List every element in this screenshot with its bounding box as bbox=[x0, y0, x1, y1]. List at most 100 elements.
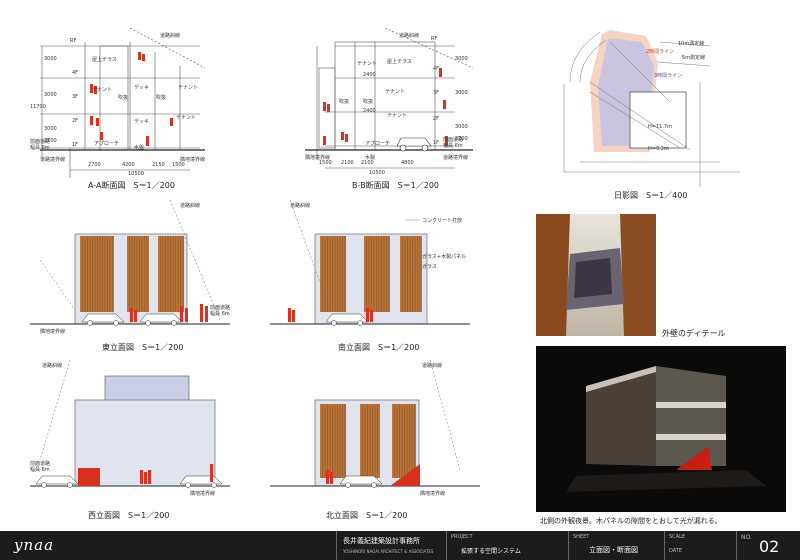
aa-label-deck-2: デッキ bbox=[134, 119, 150, 125]
aa-label-2f: 2F bbox=[72, 118, 79, 124]
aa-dim-1: 2700 bbox=[88, 162, 101, 168]
west-label-boundary: 隣地境界線 bbox=[190, 491, 216, 497]
aa-label-rf: RF bbox=[70, 38, 77, 44]
bb-dim-left-3: 3000 bbox=[455, 124, 468, 130]
south-label-road-slant: 道路斜線 bbox=[290, 203, 311, 209]
sheet-cell: SHEET 立面図・断面図 bbox=[568, 531, 664, 560]
bb-dim-left-1: 3000 bbox=[455, 56, 468, 62]
render-night-view-image bbox=[536, 346, 786, 512]
aa-dim-left-2: 3000 bbox=[44, 92, 57, 98]
bb-dim-total: 10500 bbox=[369, 170, 385, 176]
shadow-caption: 日影図 S＝1／400 bbox=[614, 191, 688, 200]
aa-label-tenant-2: テナント bbox=[178, 85, 199, 91]
date-label: DATE bbox=[669, 548, 683, 554]
aa-label-front-road: 前面道路 bbox=[30, 139, 51, 145]
section-aa-drawing bbox=[40, 28, 206, 178]
wood-panel bbox=[364, 236, 390, 312]
render-wall-detail-image bbox=[536, 214, 656, 336]
aa-dim-3: 2150 bbox=[152, 162, 165, 168]
aa-label-road-width: 幅員 6m bbox=[30, 145, 50, 151]
bb-label-rf: RF bbox=[431, 36, 438, 42]
elevation-south-drawing bbox=[270, 200, 470, 326]
sheet-number: 02 bbox=[759, 537, 780, 556]
shadow-label-h117: H=11.7m bbox=[648, 124, 672, 130]
aa-label-boundary: 隣地境界線 bbox=[180, 157, 206, 163]
scale-date-cell: SCALE DATE bbox=[664, 531, 736, 560]
south-label-glass: ガラス bbox=[422, 264, 437, 270]
north-label-road-slant: 道路斜線 bbox=[422, 363, 443, 369]
wood-panel bbox=[320, 236, 346, 312]
bb-dim-top-a: 2400 bbox=[363, 72, 376, 78]
east-label-front-road: 前面道路 bbox=[210, 305, 231, 311]
bb-label-tenant-2: テナント bbox=[385, 89, 406, 95]
aa-dim-left-1: 3000 bbox=[44, 56, 57, 62]
section-bb-drawing bbox=[305, 28, 474, 169]
bb-dim-top-b: 2400 bbox=[363, 108, 376, 114]
bb-label-void-2: 吹抜 bbox=[363, 99, 374, 105]
bb-label-void-1: 吹抜 bbox=[339, 99, 350, 105]
aa-dim-left-3: 3000 bbox=[44, 126, 57, 132]
east-label-road-slant: 道路斜線 bbox=[180, 203, 201, 209]
elevation-east: 道路斜線 前面道路 幅員 6m 隣地境界線 bbox=[30, 200, 230, 340]
west-label-road-width: 幅員 6m bbox=[30, 467, 50, 473]
title-block: ynaa 長井義紀建築設計事務所 YOSHINORI NAGAI ARCHITE… bbox=[0, 531, 800, 560]
aa-label-void-2: 吹抜 bbox=[156, 95, 167, 101]
elevation-west-drawing bbox=[30, 360, 230, 488]
bb-label-front-road: 前面道路 bbox=[443, 137, 464, 143]
bb-label-roof-terrace: 屋上テラス bbox=[387, 59, 412, 65]
wood-panel bbox=[127, 236, 149, 312]
north-label-boundary: 隣地境界線 bbox=[420, 491, 446, 497]
scale-label: SCALE bbox=[669, 534, 686, 540]
bb-label-road-slant: 道路斜線 bbox=[399, 33, 420, 39]
aa-label-4f: 4F bbox=[72, 70, 79, 76]
shadow-diagram: 10m測定線 5m測定線 2時間ライン 3時間ライン H=11.7m H=9.2… bbox=[550, 22, 750, 192]
wood-panel bbox=[320, 404, 346, 478]
west-label-front-road: 前面道路 bbox=[30, 461, 51, 467]
bb-label-road-width: 幅員 6m bbox=[443, 143, 463, 149]
bb-label-3f: 3F bbox=[433, 90, 440, 96]
sheet-label: SHEET bbox=[573, 534, 590, 540]
elevation-south: 道路斜線 コンクリート打放 ガラス+木製パネル ガラス bbox=[270, 200, 500, 340]
wood-panel bbox=[158, 236, 184, 312]
aa-label-void-1: 吹抜 bbox=[118, 95, 129, 101]
aa-label-roof-terrace: 屋上テラス bbox=[92, 57, 117, 63]
bb-label-boundary: 隣地境界線 bbox=[305, 155, 331, 161]
aa-label-tenant-3: テナント bbox=[176, 115, 197, 121]
elevation-east-caption: 東立面図 S＝1／200 bbox=[102, 343, 184, 352]
render-wall-detail-caption: 外壁のディテール bbox=[662, 329, 726, 338]
wood-panel bbox=[392, 404, 416, 478]
bb-dim-2: 2100 bbox=[341, 160, 354, 166]
wood-panel bbox=[400, 236, 422, 312]
elevation-north-drawing bbox=[270, 360, 480, 488]
elevation-east-drawing bbox=[30, 200, 230, 326]
project-name: 拡張する空間システム bbox=[461, 548, 521, 555]
bb-label-4f: 4F bbox=[433, 66, 440, 72]
project-cell: PROJECT 拡張する空間システム bbox=[446, 531, 568, 560]
aa-dim-4: 1500 bbox=[172, 162, 185, 168]
bb-label-approach: アプローチ bbox=[365, 141, 391, 147]
south-label-glass-wood: ガラス+木製パネル bbox=[422, 254, 467, 260]
project-label: PROJECT bbox=[451, 534, 473, 540]
bb-dim-left-4: 2700 bbox=[455, 136, 468, 142]
number-label: NO. bbox=[741, 534, 752, 541]
shadow-label-h92: H=9.2m bbox=[648, 146, 669, 152]
shadow-diagram-drawing bbox=[563, 30, 740, 187]
aa-label-3f: 3F bbox=[72, 94, 79, 100]
wood-panel bbox=[80, 236, 114, 312]
west-label-road-slant: 道路斜線 bbox=[42, 363, 63, 369]
shadow-label-10m: 10m測定線 bbox=[678, 41, 705, 47]
south-label-concrete: コンクリート打放 bbox=[422, 218, 463, 224]
aa-dim-left-4: 2700 bbox=[44, 138, 57, 144]
aa-label-tenant-1: テナント bbox=[92, 87, 113, 93]
logo: ynaa bbox=[14, 536, 55, 554]
section-aa: 道路斜線 RF 4F 3F 2F 1F 屋上テラス テナント 吹抜 吹抜 デッキ… bbox=[30, 28, 210, 188]
elevation-south-caption: 南立面図 S＝1／200 bbox=[338, 343, 420, 352]
wood-panel bbox=[360, 404, 380, 478]
bb-label-tenant-3: テナント bbox=[387, 113, 408, 119]
section-bb: 道路斜線 RF 4F 3F 2F 1F テナント 屋上テラス テナント テナント… bbox=[305, 28, 475, 188]
aa-label-water: 水盤 bbox=[134, 145, 145, 151]
aa-label-deck-1: デッキ bbox=[134, 85, 150, 91]
aa-label-approach: アプローチ bbox=[94, 141, 120, 147]
bb-dim-left-2: 3000 bbox=[455, 90, 468, 96]
office-cell: 長井義紀建築設計事務所 YOSHINORI NAGAI ARCHITECT & … bbox=[336, 531, 446, 560]
